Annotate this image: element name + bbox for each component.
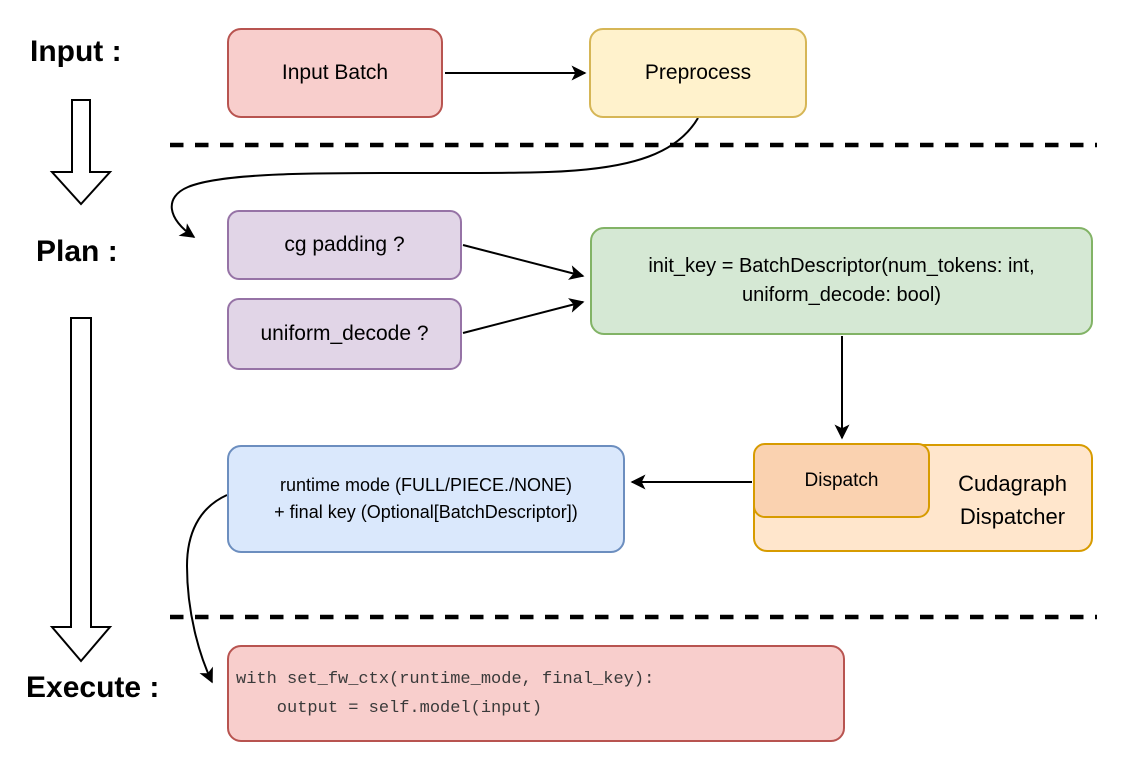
arrow-runtime-mode-to-execute-code [185,494,228,684]
cudagraph-dispatcher-line1: Cudagraph [958,471,1067,496]
stage-label-input: Input : [30,35,122,68]
execute-code-line2: output = self.model(input) [236,698,543,718]
node-cudagraph-dispatcher-caption: Cudagraph Dispatcher [932,467,1093,533]
stage-arrow-plan-to-execute [49,317,113,663]
node-init-key-line1: init_key = BatchDescriptor(num_tokens: i… [648,255,1035,277]
stage-label-execute: Execute : [26,671,160,704]
execute-code-line1: with set_fw_ctx(runtime_mode, final_key)… [236,669,655,689]
node-cg-padding: cg padding ? [227,210,462,280]
node-uniform-decode: uniform_decode ? [227,298,462,370]
node-preprocess-label: Preprocess [644,61,752,84]
node-input-batch-label: Input Batch [281,61,389,84]
arrow-preprocess-to-cg-padding [170,117,699,238]
node-preprocess: Preprocess [589,28,807,118]
stage-label-plan: Plan : [36,235,118,268]
node-uniform-decode-label: uniform_decode ? [260,322,429,345]
node-init-key-line2: uniform_decode: bool) [741,284,941,306]
node-execute-code: with set_fw_ctx(runtime_mode, final_key)… [227,645,845,742]
cudagraph-dispatcher-line2: Dispatcher [959,504,1066,529]
node-runtime-mode: runtime mode (FULL/PIECE./NONE) + final … [227,445,625,553]
node-input-batch: Input Batch [227,28,443,118]
node-init-key: init_key = BatchDescriptor(num_tokens: i… [590,227,1093,335]
arrow-cg-padding-to-init-key [462,244,585,280]
node-dispatch: Dispatch [753,443,930,518]
stage-arrow-input-to-plan [49,99,113,206]
node-runtime-mode-line2: + final key (Optional[BatchDescriptor]) [274,502,578,522]
node-dispatch-label: Dispatch [804,469,879,491]
node-runtime-mode-line1: runtime mode (FULL/PIECE./NONE) [279,475,573,495]
arrow-uniform-decode-to-init-key [462,298,585,334]
node-cg-padding-label: cg padding ? [284,233,405,256]
